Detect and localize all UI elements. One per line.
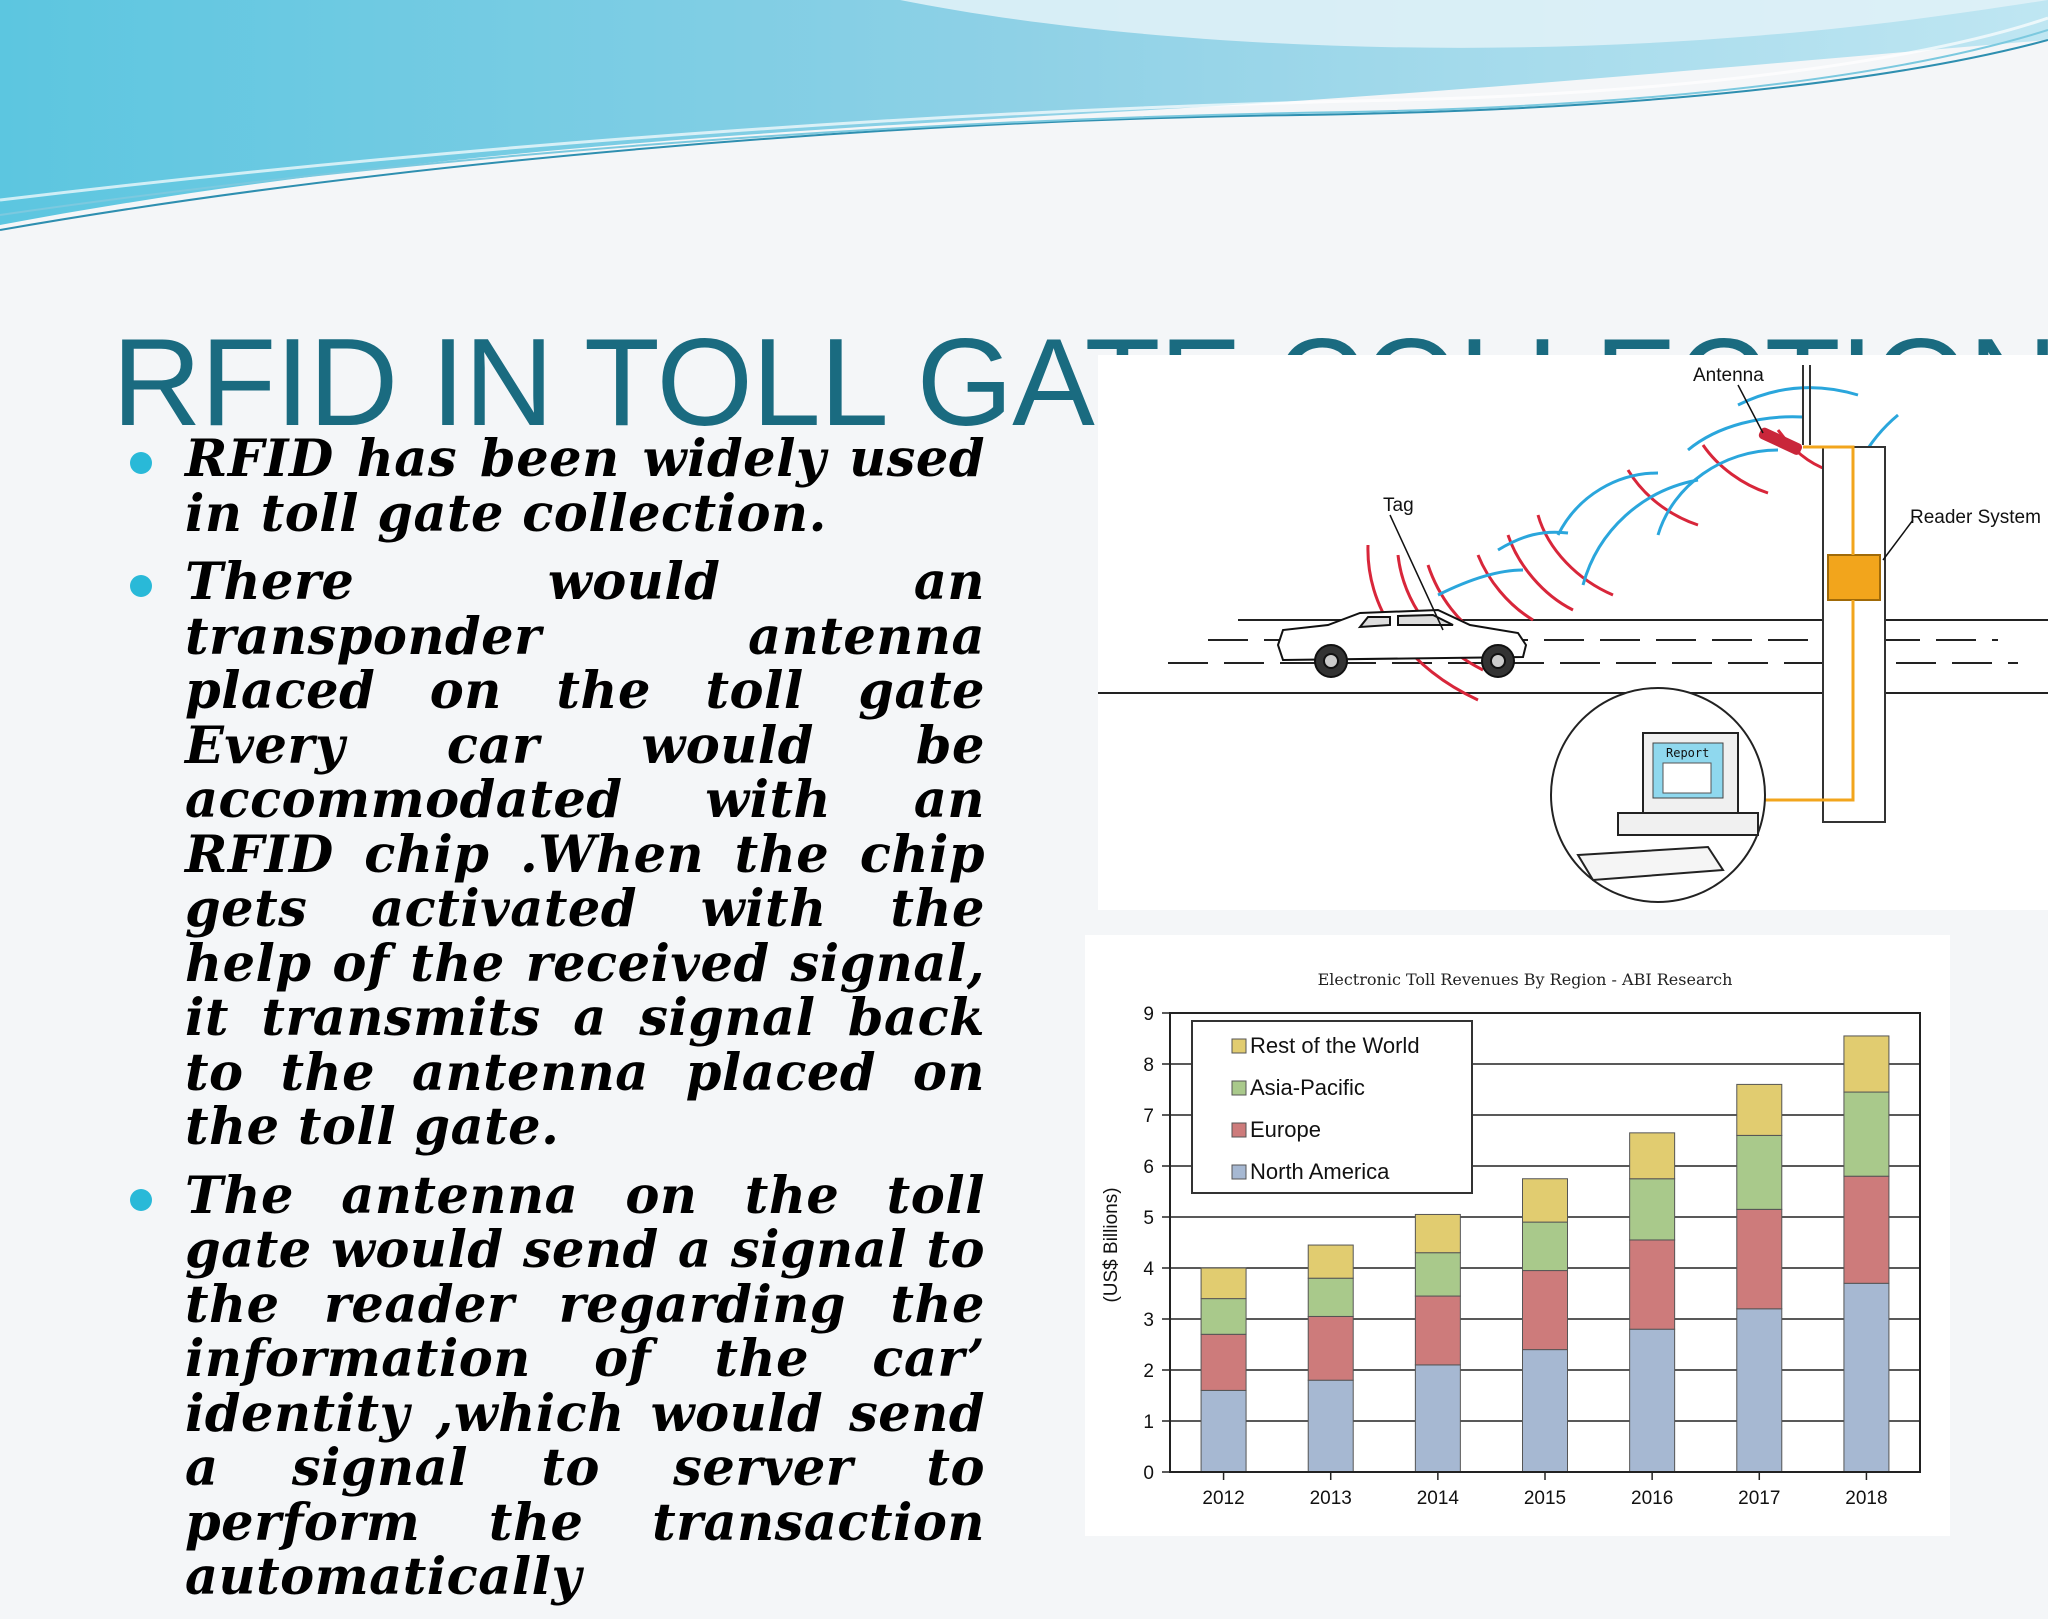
y-tick-label: 6	[1143, 1157, 1154, 1178]
antenna-label: Antenna	[1693, 365, 1764, 386]
x-tick-label: 2018	[1845, 1488, 1887, 1509]
bullet-item: RFID has been widely used in toll gate c…	[130, 432, 985, 541]
bar-segment-asia-pacific	[1843, 1091, 1890, 1177]
legend-entry: North America	[1250, 1159, 1390, 1184]
bar-segment-north-america	[1736, 1308, 1783, 1473]
x-tick-label: 2014	[1417, 1488, 1460, 1509]
reader-box	[1827, 554, 1881, 601]
y-tick-label: 4	[1143, 1259, 1154, 1280]
bar-segment-europe	[1843, 1175, 1890, 1284]
bullet-item: There would an transponder antenna place…	[130, 555, 985, 1155]
bullet-dot-icon	[130, 575, 152, 597]
bar-segment-rest-of-the-world	[1522, 1178, 1568, 1223]
y-tick-label: 3	[1143, 1310, 1154, 1331]
rfid-toll-diagram: Antenna Tag Reader System Report	[1098, 355, 2048, 910]
bar-segment-europe	[1522, 1270, 1568, 1351]
legend-entry: Europe	[1250, 1117, 1321, 1142]
chart-bars	[1200, 1035, 1890, 1473]
y-tick-label: 0	[1143, 1463, 1154, 1484]
bar-segment-asia-pacific	[1307, 1277, 1354, 1317]
bullet-dot-icon	[130, 452, 152, 474]
legend-swatch	[1231, 1122, 1247, 1138]
bullet-text: RFID has been widely used in toll gate c…	[185, 429, 985, 544]
bullet-text: There would an transponder antenna place…	[185, 552, 985, 1157]
bar-segment-asia-pacific	[1522, 1221, 1568, 1272]
y-tick-label: 2	[1143, 1361, 1154, 1382]
header-wave-decoration	[0, 0, 2048, 231]
bar-segment-europe	[1307, 1315, 1354, 1381]
legend-swatch	[1231, 1038, 1247, 1054]
bar-segment-asia-pacific	[1414, 1252, 1461, 1297]
tag-label: Tag	[1383, 495, 1414, 516]
bar-segment-rest-of-the-world	[1414, 1213, 1461, 1254]
x-tick-label: 2012	[1202, 1488, 1244, 1509]
legend-entry: Rest of the World	[1250, 1033, 1420, 1058]
chart-legend: Rest of the WorldAsia-PacificEuropeNorth…	[1191, 1020, 1473, 1194]
bar-segment-asia-pacific	[1736, 1134, 1783, 1210]
bar-segment-europe	[1200, 1333, 1247, 1391]
y-tick-label: 5	[1143, 1208, 1154, 1229]
bar-segment-north-america	[1629, 1328, 1676, 1473]
y-tick-label: 8	[1143, 1055, 1154, 1076]
bar-segment-north-america	[1414, 1364, 1461, 1473]
bar-segment-asia-pacific	[1200, 1298, 1247, 1335]
legend-entry: Asia-Pacific	[1250, 1075, 1365, 1100]
bar-segment-rest-of-the-world	[1307, 1244, 1354, 1279]
toll-revenue-chart: Electronic Toll Revenues By Region - ABI…	[1085, 935, 1950, 1536]
bullet-dot-icon	[130, 1188, 152, 1211]
y-tick-label: 1	[1143, 1412, 1154, 1433]
bullet-text: The antenna on the toll gate would send …	[185, 1165, 985, 1607]
chart-axes: 0 1 2 3 4 5 6 7 8 9 2012 2013 2014 2015 2016 2017 2018	[1143, 1004, 1921, 1509]
bullet-item: The antenna on the toll gate would send …	[130, 1165, 985, 1607]
x-tick-label: 2016	[1631, 1488, 1673, 1509]
x-tick-label: 2013	[1310, 1488, 1352, 1509]
bar-segment-rest-of-the-world	[1843, 1035, 1890, 1093]
bullet-list: RFID has been widely used in toll gate c…	[130, 432, 985, 1619]
computer-inset: Report	[1550, 687, 1766, 903]
reader-system-label: Reader System	[1910, 507, 2041, 528]
antenna-icon	[1758, 427, 1803, 455]
bar-segment-rest-of-the-world	[1736, 1083, 1783, 1136]
bar-segment-europe	[1414, 1295, 1461, 1366]
bar-segment-rest-of-the-world	[1200, 1267, 1247, 1300]
x-tick-label: 2015	[1524, 1488, 1566, 1509]
legend-swatch	[1231, 1080, 1247, 1096]
bar-segment-north-america	[1200, 1389, 1247, 1473]
bar-segment-rest-of-the-world	[1629, 1132, 1676, 1180]
bar-segment-asia-pacific	[1629, 1178, 1676, 1241]
reader-cable	[1758, 445, 1855, 802]
bar-segment-europe	[1736, 1208, 1783, 1310]
car	[1276, 608, 1528, 678]
legend-swatch	[1231, 1164, 1247, 1180]
bar-segment-north-america	[1307, 1379, 1354, 1473]
bar-segment-north-america	[1843, 1282, 1890, 1473]
chart-title: Electronic Toll Revenues By Region - ABI…	[1318, 970, 1733, 989]
report-label: Report	[1666, 746, 1709, 760]
bar-segment-europe	[1629, 1239, 1676, 1330]
bar-segment-north-america	[1522, 1349, 1568, 1473]
y-tick-label: 9	[1143, 1004, 1154, 1025]
road	[1098, 619, 2048, 694]
tag-signal-waves	[1366, 429, 1829, 702]
y-tick-label: 7	[1143, 1106, 1154, 1127]
x-tick-label: 2017	[1738, 1488, 1780, 1509]
y-axis-label: (US$ Billions)	[1101, 1187, 1122, 1302]
